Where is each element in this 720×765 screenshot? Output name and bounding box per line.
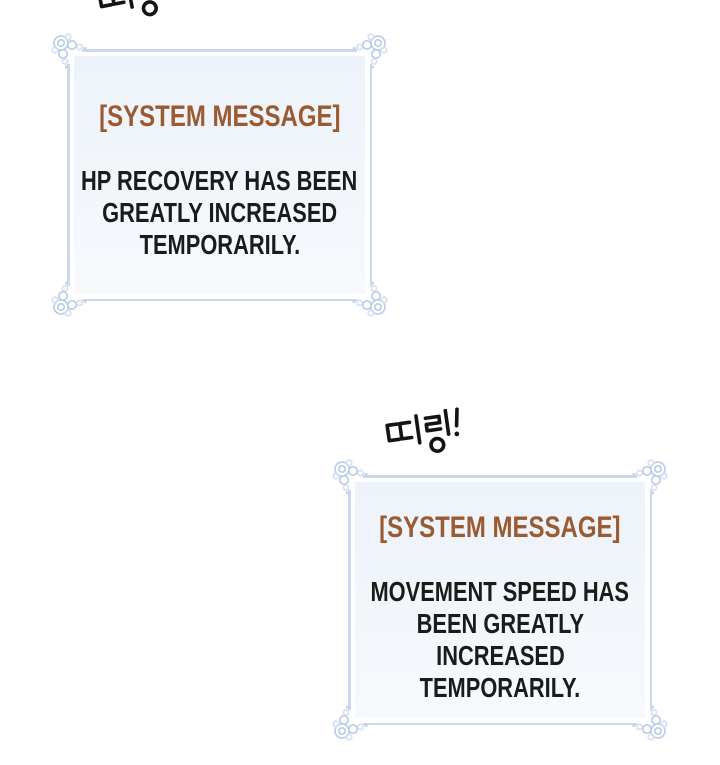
message-line: BEEN GREATLY bbox=[416, 608, 584, 639]
sound-effect-ttiring-bottom bbox=[381, 406, 471, 464]
box-border-line bbox=[67, 64, 70, 286]
sound-effect-ttiring-top bbox=[92, 0, 183, 31]
box-border-line bbox=[649, 490, 652, 710]
message-content: [SYSTEM MESSAGE] HP RECOVERY HAS BEEN GR… bbox=[74, 56, 365, 294]
box-fill bbox=[74, 56, 365, 294]
corner-flourish-icon bbox=[331, 694, 379, 742]
message-line: MOVEMENT SPEED HAS bbox=[370, 576, 630, 607]
box-border-line bbox=[363, 475, 637, 478]
box-border-line bbox=[369, 64, 372, 286]
corner-flourish-icon bbox=[341, 32, 389, 80]
message-line: INCREASED bbox=[435, 640, 565, 671]
message-line: TEMPORARILY. bbox=[419, 672, 581, 703]
box-border-line bbox=[348, 490, 351, 710]
system-message-box-speed: [SYSTEM MESSAGE] MOVEMENT SPEED HAS BEEN… bbox=[332, 459, 668, 741]
corner-flourish-icon bbox=[331, 458, 379, 506]
box-border-line bbox=[82, 49, 357, 52]
system-message-title: [SYSTEM MESSAGE] bbox=[98, 100, 341, 133]
ttiring-sfx-icon bbox=[96, 0, 158, 17]
system-message-title: [SYSTEM MESSAGE] bbox=[379, 511, 621, 544]
corner-flourish-icon bbox=[50, 270, 98, 318]
corner-flourish-icon bbox=[621, 458, 669, 506]
message-line: TEMPORARILY. bbox=[139, 229, 300, 260]
message-line: HP RECOVERY HAS BEEN bbox=[81, 165, 358, 196]
box-border-line bbox=[82, 298, 357, 301]
message-line: GREATLY INCREASED bbox=[101, 197, 338, 228]
corner-flourish-icon bbox=[341, 270, 389, 318]
corner-flourish-icon bbox=[50, 32, 98, 80]
box-fill bbox=[355, 482, 645, 718]
corner-flourish-icon bbox=[621, 694, 669, 742]
ttiring-sfx-icon bbox=[385, 407, 460, 453]
message-content: [SYSTEM MESSAGE] MOVEMENT SPEED HAS BEEN… bbox=[355, 482, 645, 718]
system-message-box-hp: [SYSTEM MESSAGE] HP RECOVERY HAS BEEN GR… bbox=[51, 33, 388, 317]
box-border-line bbox=[363, 722, 637, 725]
